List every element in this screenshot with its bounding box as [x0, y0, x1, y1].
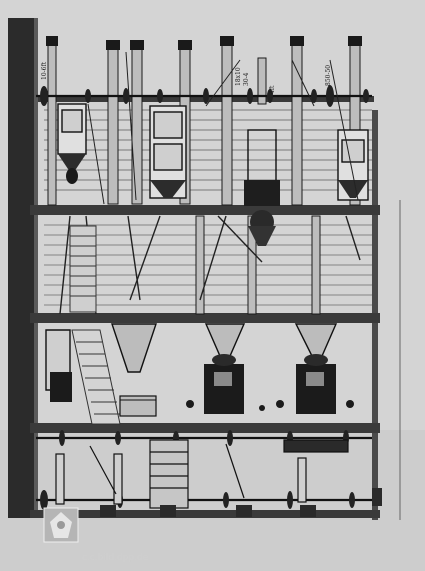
millstone-units [50, 364, 336, 414]
sifter-left-inner [61, 109, 83, 133]
shaft-5 [221, 39, 233, 206]
foundation-blocks [100, 488, 382, 517]
stair-left [69, 225, 97, 313]
shaft-8 [257, 57, 267, 105]
planking-storey-1 [44, 109, 372, 191]
bin-outlet-left [66, 168, 78, 184]
shaft-3 [131, 43, 143, 205]
floor-beam-2 [30, 313, 380, 323]
annotation-col4c: 4ft [269, 85, 276, 94]
millstone-a [204, 364, 244, 414]
left-wall [8, 18, 34, 518]
ground-beam [30, 510, 380, 518]
annotation-col4b: 30-4 [243, 72, 250, 86]
watermark-text: c.c.bild.dpp.de [82, 553, 149, 563]
sifter-mid-a [153, 111, 183, 139]
annotation-col4: 18x10 [235, 67, 242, 86]
upper-hoppers [58, 154, 368, 198]
shaft-11 [311, 215, 321, 315]
annotation-col6: 850-50 [325, 65, 332, 86]
millstone-cups [212, 354, 328, 366]
archive-seal-logo [43, 507, 79, 543]
shaft-1 [47, 39, 57, 206]
central-gearing [244, 180, 280, 246]
sifter-right-inner [341, 139, 365, 163]
shaft-6 [291, 39, 303, 206]
floor-beam-3 [30, 423, 380, 433]
gear-dots-storey-3 [186, 400, 354, 411]
shaft-2 [107, 43, 119, 205]
annotation-col1: 10-6ft [41, 61, 48, 80]
shaft-9 [195, 215, 205, 315]
stair-centre [71, 329, 121, 425]
vat [119, 395, 157, 417]
millstone-b [296, 364, 336, 414]
floor-beam-1 [30, 205, 380, 215]
pulleys-top [40, 85, 369, 107]
left-wall-edge [34, 18, 38, 518]
sifter-mid-b [153, 143, 183, 171]
ground-floor-machines [55, 439, 349, 509]
drive-belts [87, 51, 359, 205]
shaft-caps [46, 36, 362, 50]
